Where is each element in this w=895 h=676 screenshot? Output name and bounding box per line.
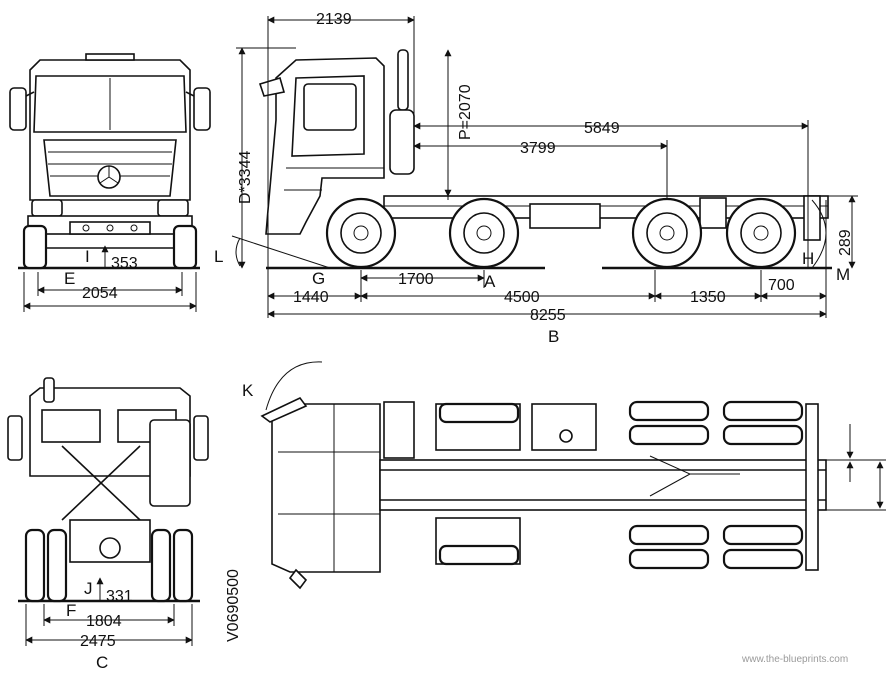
overall-length-dim: 8255 <box>530 307 566 324</box>
drawing-code: V0690500 <box>225 569 242 642</box>
label-E: E <box>64 269 75 288</box>
front-clearance-dim: 353 <box>111 255 138 272</box>
frame-height-dim: P=2070 <box>457 84 474 140</box>
label-K: K <box>242 381 254 400</box>
label-B: B <box>548 327 559 346</box>
cab-height-dim: D*3344 <box>237 151 254 204</box>
label-H: H <box>802 249 814 268</box>
label-L: L <box>214 247 223 266</box>
label-F: F <box>66 601 76 620</box>
axle-to-rear-dim: 5849 <box>584 120 620 137</box>
cab-length-dim: 2139 <box>316 11 352 28</box>
label-A: A <box>484 272 496 291</box>
front-track-dim: 2054 <box>82 285 118 302</box>
rear-clearance-dim: 331 <box>106 588 133 605</box>
rear-axle-spacing-dim: 1350 <box>690 289 726 306</box>
rear-track-dim: 1804 <box>86 613 122 630</box>
rear-overhang-dim: 700 <box>768 277 795 294</box>
axle-to-mid-dim: 3799 <box>520 140 556 157</box>
front-view <box>9 53 211 312</box>
label-M: M <box>836 265 850 284</box>
front-overhang-dim: 1440 <box>293 289 329 306</box>
watermark: www.the-blueprints.com <box>741 654 848 665</box>
wheelbase-dim: 4500 <box>504 289 540 306</box>
label-C: C <box>96 653 108 672</box>
side-view <box>231 16 858 318</box>
first-axle-spacing-dim: 1700 <box>398 271 434 288</box>
label-I: I <box>85 247 90 266</box>
label-G: G <box>312 269 325 288</box>
rear-width-dim: 2475 <box>80 633 116 650</box>
rear-view <box>7 377 209 646</box>
frame-top-dim: 289 <box>837 229 854 256</box>
top-view <box>260 361 886 590</box>
label-J: J <box>84 579 93 598</box>
